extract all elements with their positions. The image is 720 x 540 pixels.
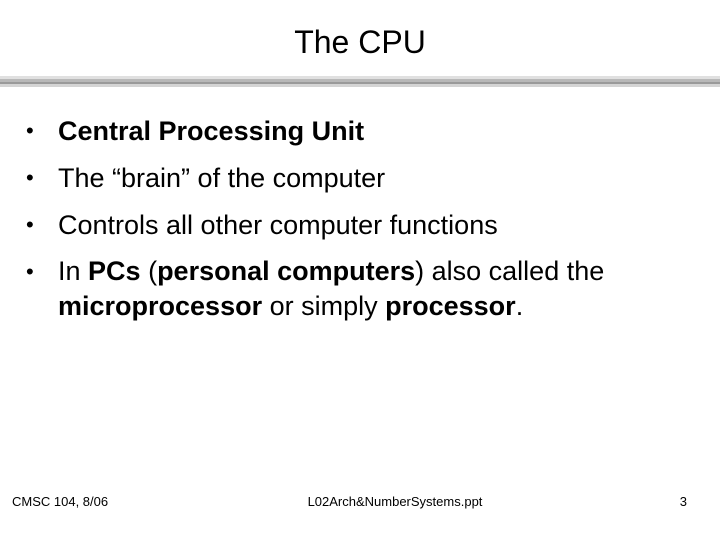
bullet-text-run: or simply — [262, 291, 386, 321]
title-divider-band — [0, 79, 720, 82]
title-divider-band — [0, 84, 720, 87]
bullet-text: The “brain” of the computer — [58, 163, 386, 193]
bullet-dot-icon: • — [26, 212, 34, 237]
bullet-list: • Central Processing Unit • The “brain” … — [26, 113, 696, 335]
title-divider — [0, 76, 720, 87]
bullet-dot-icon: • — [26, 118, 34, 143]
bullet-bold-term: PCs — [88, 256, 141, 286]
bullet-item: • The “brain” of the computer — [26, 160, 696, 196]
bullet-text: Central Processing Unit — [58, 116, 365, 146]
bullet-text-run: ) also called the — [415, 256, 605, 286]
title-divider-band — [0, 82, 720, 84]
footer-filename: L02Arch&NumberSystems.ppt — [307, 494, 483, 509]
bullet-item: • In PCs (personal computers) also calle… — [26, 254, 696, 324]
bullet-text-run: In — [58, 256, 89, 286]
bullet-item: • Central Processing Unit — [26, 113, 696, 149]
footer-course-date: CMSC 104, 8/06 — [12, 494, 109, 509]
slide-title: The CPU — [294, 24, 426, 60]
footer-page-number: 3 — [679, 494, 687, 509]
bullet-item: • Controls all other computer functions — [26, 207, 696, 243]
bullet-bold-term: personal computers — [157, 256, 416, 286]
bullet-bold-term: processor — [385, 291, 516, 321]
bullet-text: Controls all other computer functions — [58, 210, 498, 240]
bullet-dot-icon: • — [26, 165, 34, 190]
bullet-text-run: ( — [140, 256, 158, 286]
bullet-dot-icon: • — [26, 259, 34, 284]
bullet-bold-term: microprocessor — [58, 291, 263, 321]
title-divider-band — [0, 76, 720, 79]
bullet-text-run: . — [515, 291, 524, 321]
